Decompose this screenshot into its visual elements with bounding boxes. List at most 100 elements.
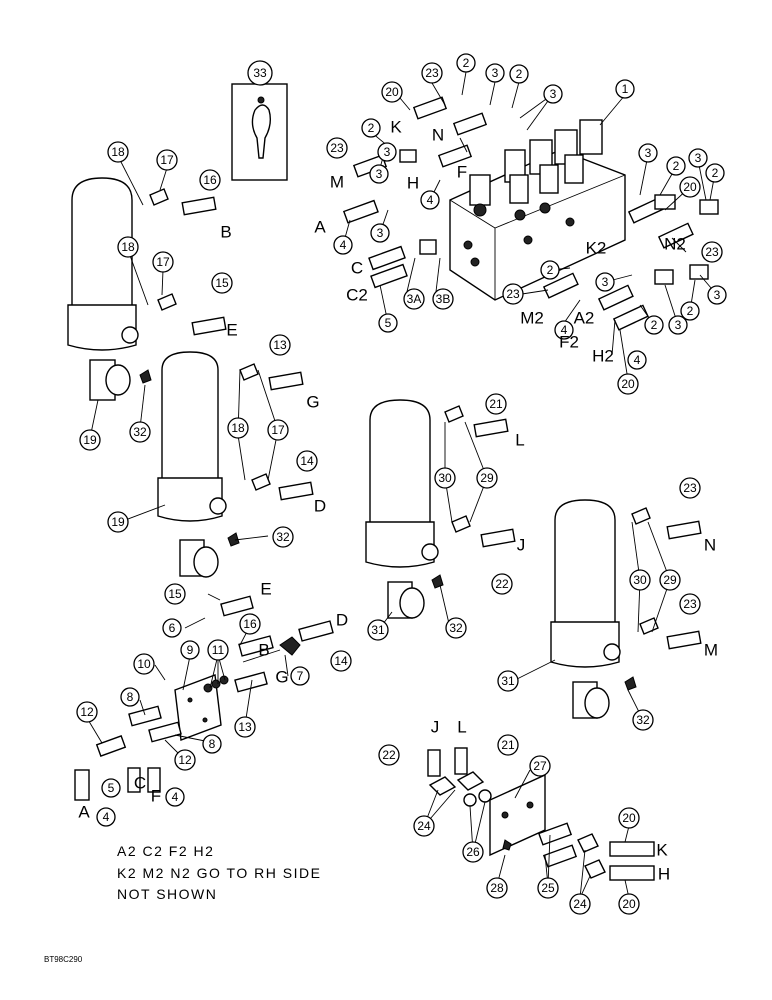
svg-text:4: 4 xyxy=(172,790,179,804)
svg-text:20: 20 xyxy=(683,180,697,194)
svg-text:4: 4 xyxy=(340,238,347,252)
callout-2: 2 xyxy=(666,156,686,176)
callout-5: 5 xyxy=(101,778,121,798)
svg-text:20: 20 xyxy=(621,377,635,391)
svg-text:3: 3 xyxy=(602,275,609,289)
callout-30: 30 xyxy=(434,467,456,489)
callout-3: 3 xyxy=(370,223,390,243)
accumulator-right xyxy=(550,499,621,719)
svg-text:23: 23 xyxy=(330,141,344,155)
svg-text:10: 10 xyxy=(137,657,151,671)
callout-19: 19 xyxy=(79,429,101,451)
svg-text:3: 3 xyxy=(645,146,652,160)
callout-18: 18 xyxy=(107,141,129,163)
callout-8: 8 xyxy=(120,687,140,707)
svg-text:14: 14 xyxy=(300,454,314,468)
accumulator-fittings xyxy=(139,188,702,691)
callout-20: 20 xyxy=(618,807,640,829)
callout-14: 14 xyxy=(296,450,318,472)
valve-block xyxy=(449,119,626,301)
callout-23: 23 xyxy=(326,137,348,159)
svg-text:A: A xyxy=(78,803,90,822)
callout-4: 4 xyxy=(420,190,440,210)
svg-text:30: 30 xyxy=(633,573,647,587)
svg-text:29: 29 xyxy=(663,573,677,587)
callout-3: 3 xyxy=(369,164,389,184)
svg-text:14: 14 xyxy=(334,654,348,668)
svg-text:21: 21 xyxy=(501,738,515,752)
callout-4: 4 xyxy=(333,235,353,255)
svg-text:27: 27 xyxy=(533,759,547,773)
svg-text:F: F xyxy=(151,787,161,806)
svg-text:22: 22 xyxy=(382,748,396,762)
svg-text:13: 13 xyxy=(238,720,252,734)
svg-text:A2: A2 xyxy=(574,309,595,328)
svg-text:3B: 3B xyxy=(436,292,451,306)
callout-27: 27 xyxy=(529,755,551,777)
svg-text:H: H xyxy=(658,865,670,884)
accumulator-left-lower xyxy=(157,351,227,578)
svg-text:K2: K2 xyxy=(586,239,607,258)
svg-text:33: 33 xyxy=(253,66,267,80)
svg-text:E: E xyxy=(260,580,271,599)
svg-text:D: D xyxy=(314,497,326,516)
callout-16: 16 xyxy=(239,613,261,635)
svg-text:32: 32 xyxy=(276,530,290,544)
svg-text:20: 20 xyxy=(622,897,636,911)
svg-text:N: N xyxy=(704,536,716,555)
svg-text:H2: H2 xyxy=(592,347,614,366)
svg-text:M: M xyxy=(330,173,344,192)
svg-text:D: D xyxy=(336,611,348,630)
callout-4: 4 xyxy=(554,320,574,340)
callout-3A: 3A xyxy=(403,288,425,310)
svg-text:F: F xyxy=(457,163,467,182)
svg-text:4: 4 xyxy=(634,353,641,367)
svg-text:16: 16 xyxy=(243,617,257,631)
svg-text:13: 13 xyxy=(273,338,287,352)
svg-text:31: 31 xyxy=(501,674,515,688)
callout-25: 25 xyxy=(537,877,559,899)
svg-text:B: B xyxy=(220,223,231,242)
note-line-3: NOT SHOWN xyxy=(117,886,217,902)
svg-text:K: K xyxy=(390,118,402,137)
callout-6: 6 xyxy=(162,618,182,638)
callout-23: 23 xyxy=(502,283,524,305)
svg-text:20: 20 xyxy=(622,811,636,825)
callout-5: 5 xyxy=(378,313,398,333)
svg-text:H: H xyxy=(407,174,419,193)
svg-text:11: 11 xyxy=(212,643,225,657)
callout-4: 4 xyxy=(165,787,185,807)
callout-20: 20 xyxy=(679,176,701,198)
accumulator-left-upper xyxy=(67,177,139,401)
svg-text:15: 15 xyxy=(215,276,229,290)
svg-text:L: L xyxy=(457,718,466,737)
svg-text:2: 2 xyxy=(368,121,375,135)
callout-24: 24 xyxy=(413,815,435,837)
svg-text:16: 16 xyxy=(203,173,217,187)
callout-32: 32 xyxy=(632,709,654,731)
svg-text:20: 20 xyxy=(385,85,399,99)
callout-3: 3 xyxy=(688,148,708,168)
callout-3: 3 xyxy=(595,272,615,292)
svg-text:A: A xyxy=(314,218,326,237)
callout-3: 3 xyxy=(485,63,505,83)
svg-text:2: 2 xyxy=(712,166,719,180)
svg-text:3: 3 xyxy=(376,167,383,181)
callout-13: 13 xyxy=(269,334,291,356)
svg-text:32: 32 xyxy=(636,713,650,727)
svg-text:19: 19 xyxy=(111,515,125,529)
callout-3: 3 xyxy=(638,143,658,163)
callout-23: 23 xyxy=(679,593,701,615)
svg-text:7: 7 xyxy=(297,669,304,683)
callout-21: 21 xyxy=(485,393,507,415)
svg-text:J: J xyxy=(517,536,526,555)
callout-20: 20 xyxy=(381,81,403,103)
figure-code: BT98C290 xyxy=(44,955,83,964)
svg-text:4: 4 xyxy=(561,323,568,337)
svg-text:2: 2 xyxy=(463,56,470,70)
callout-29: 29 xyxy=(659,569,681,591)
valve-fittings xyxy=(342,96,719,331)
callout-2: 2 xyxy=(644,315,664,335)
accumulator-middle xyxy=(365,399,439,619)
